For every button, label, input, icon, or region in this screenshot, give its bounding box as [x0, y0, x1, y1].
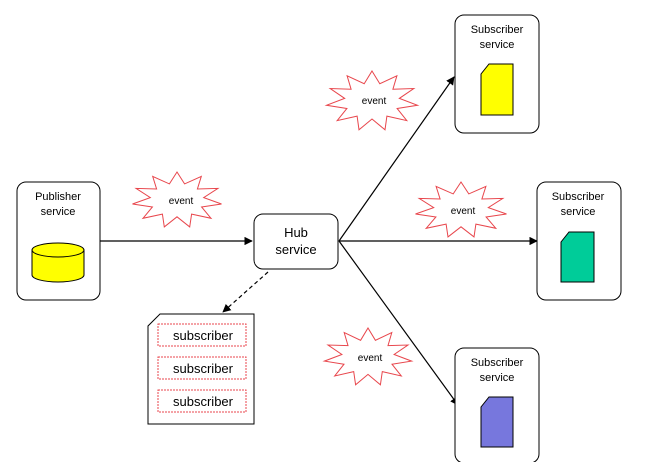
subscriber-node-2: Subscriber service — [536, 181, 622, 301]
document-icon — [480, 396, 514, 448]
subscriber-list-entry-label: subscriber — [173, 361, 234, 376]
subscriber-list-entry — [157, 389, 247, 413]
subscriber-list-entry-label: subscriber — [173, 394, 234, 409]
subscriber-node-3: Subscriber service — [454, 347, 540, 462]
event-label: event — [169, 196, 194, 207]
publisher-label-line1: Publisher — [35, 191, 81, 203]
hub-label-line1: Hub — [284, 225, 308, 240]
edge-hub-to-subscriber-list — [222, 271, 269, 313]
subscriber-1-label-line1: Subscriber — [471, 24, 524, 36]
subscriber-1-label-line2: service — [480, 39, 515, 51]
subscriber-list-entry — [157, 356, 247, 380]
subscriber-node-1: Subscriber service — [454, 14, 540, 134]
subscriber-3-label-line1: Subscriber — [471, 357, 524, 369]
subscriber-list: subscriber subscriber subscriber — [147, 313, 255, 425]
subscriber-list-entry — [157, 323, 247, 347]
document-icon — [480, 63, 514, 116]
publisher-label-line2: service — [41, 206, 76, 218]
document-icon — [560, 231, 595, 283]
subscriber-2-label-line1: Subscriber — [552, 191, 605, 203]
event-label: event — [358, 353, 383, 364]
hub-label-line2: service — [275, 242, 316, 257]
event-burst-4: event — [322, 327, 414, 386]
event-label: event — [362, 96, 387, 107]
event-burst-3: event — [415, 181, 507, 238]
publisher-node: Publisher service — [16, 181, 101, 301]
subscriber-2-label-line2: service — [561, 206, 596, 218]
edge-hub-to-subscriber-1 — [338, 76, 455, 242]
database-icon — [31, 242, 85, 283]
event-burst-1: event — [132, 171, 222, 228]
event-burst-2: event — [324, 70, 420, 131]
subscriber-3-label-line2: service — [480, 372, 515, 384]
subscriber-list-entry-label: subscriber — [173, 328, 234, 343]
edge-hub-to-subscriber-3 — [338, 240, 459, 406]
hub-node: Hub service — [253, 213, 339, 270]
event-label: event — [451, 206, 476, 217]
